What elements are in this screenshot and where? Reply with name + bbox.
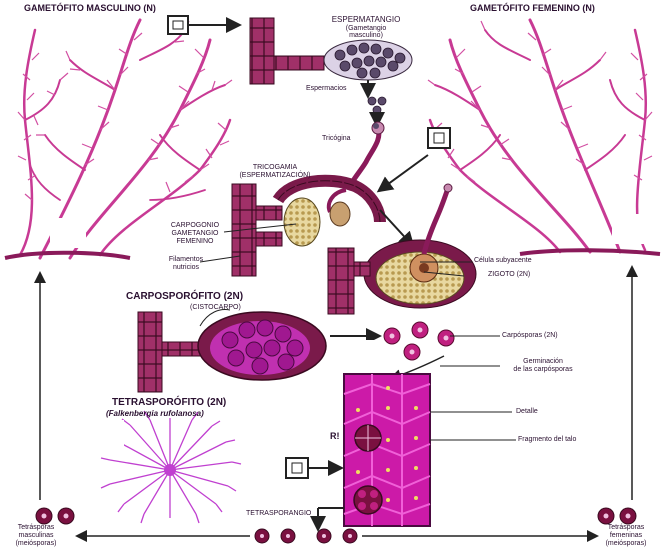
tetraspores-female [598, 508, 636, 524]
label-spermatangium-sub2: masculino) [316, 32, 416, 39]
blank-box-center [336, 340, 374, 358]
tetraspores-male [36, 508, 74, 524]
label-cystocarp: (CISTOCARPO) [190, 304, 241, 311]
label-tetraspores-male-3: (meiósporas) [6, 540, 66, 547]
label-trichogamy: TRICOGAMIA [220, 164, 330, 171]
label-tetraspores-female-1: Tetrásporas [596, 524, 656, 531]
label-carpogonium-1: CARPOGONIO [160, 222, 230, 229]
female-detail-box [428, 128, 450, 148]
label-germination-1: Germinación [488, 358, 598, 365]
zygote-filament [328, 248, 354, 314]
label-tetrasporangium: TETRASPORANGIO [246, 510, 311, 517]
label-tetraspores-female-2: femeninas [596, 532, 656, 539]
blank-box-right [612, 214, 652, 244]
label-detail: Detalle [516, 408, 538, 415]
label-nutritive-filaments-2: nutricios [156, 264, 216, 271]
label-carposporophyte: CARPOSPORÓFITO (2N) [126, 292, 243, 303]
label-tetrasporophyte: TETRASPORÓFITO (2N) [112, 398, 226, 409]
label-tetraspores-male-2: masculinas [6, 532, 66, 539]
label-subjacent-cell: Célula subyacente [474, 257, 532, 264]
blank-box-left [50, 218, 86, 248]
label-carpospores: Carpósporas (2N) [502, 332, 558, 339]
label-carpogonium-3: FEMENINO [160, 238, 230, 245]
male-detail-box [168, 16, 188, 34]
label-trichogamy-sub: (ESPERMATIZACIÓN) [220, 172, 330, 179]
label-zygote: ZIGOTO (2N) [488, 271, 530, 278]
carpospores [384, 322, 454, 360]
label-tetrasporophyte-species: (Falkenbergia rufolanosa) [106, 410, 204, 418]
label-tetraspores-female-3: (meiósporas) [596, 540, 656, 547]
tetraspores-bottom [255, 529, 357, 543]
label-male-gametophyte: GAMETÓFITO MASCULINO (N) [24, 4, 156, 13]
male-gametophyte-base [5, 253, 130, 258]
male-filament-horizontal [274, 56, 324, 70]
label-carpogonium-2: GAMETANGIO [160, 230, 230, 237]
tetrasporophyte-detail-box [286, 458, 308, 478]
thallus-fragment [344, 374, 430, 526]
label-trichogyne: Tricógina [322, 135, 351, 142]
carposporophyte-filament [138, 312, 162, 392]
spermatia-dots [368, 97, 386, 114]
label-ri: R! [330, 432, 340, 441]
label-thallus-fragment: Fragmento del talo [518, 436, 576, 443]
label-tetraspores-male-1: Tetrásporas [6, 524, 66, 531]
label-germination-2: de las carpósporas [488, 366, 598, 373]
label-nutritive-filaments-1: Filamentos [156, 256, 216, 263]
male-gametophyte-branchlets [18, 21, 232, 200]
label-female-gametophyte: GAMETÓFITO FEMENINO (N) [470, 4, 595, 13]
falkenbergia-tuft-center [164, 464, 176, 476]
blank-box-tetrasporophyte [90, 420, 124, 446]
label-spermatangium: ESPERMATANGIO [316, 16, 416, 24]
carpogonium-cells [284, 198, 320, 246]
male-filament-vertical [250, 18, 274, 84]
label-spermatia: Espermacios [306, 85, 346, 92]
